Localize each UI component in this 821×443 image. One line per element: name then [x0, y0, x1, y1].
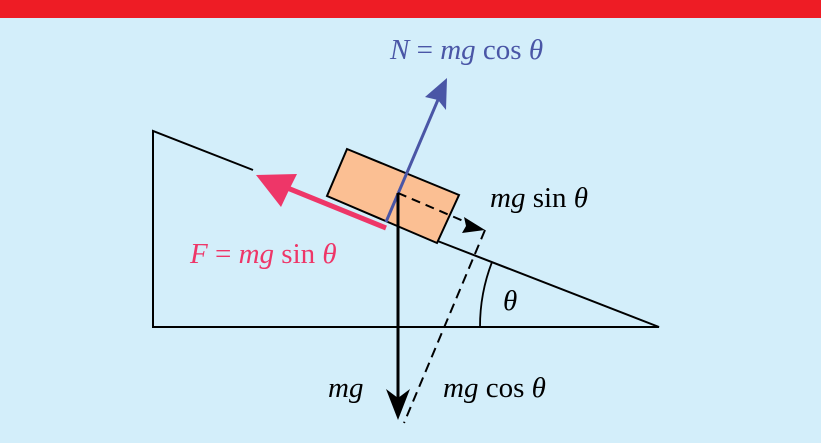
- angle-arc: [479, 261, 493, 328]
- label-part: θ: [322, 238, 337, 270]
- perpendicular-component-label: mg cos θ: [443, 374, 546, 403]
- label-part: θ: [528, 34, 544, 66]
- label-part: θ: [573, 182, 589, 214]
- perpendicular-component-dashed: [403, 229, 486, 424]
- friction-force-label: F = mg sin θ: [190, 240, 337, 269]
- label-part: mg: [440, 34, 476, 66]
- label-part: mg: [443, 372, 479, 404]
- label-part: F: [190, 238, 208, 270]
- normal-arrow-shaft: [384, 94, 442, 223]
- normal-force-label: N = mg cos θ: [390, 36, 543, 65]
- angle-label: θ: [503, 287, 517, 316]
- label-part: mg: [328, 372, 364, 404]
- friction-arrow-shaft: [284, 184, 387, 231]
- label-part: θ: [531, 372, 546, 404]
- block: [325, 147, 461, 245]
- label-part: =: [207, 238, 239, 270]
- incline-triangle: [152, 129, 660, 328]
- top-color-bar: [0, 0, 821, 18]
- label-part: N: [390, 34, 410, 66]
- normal-arrowhead: [425, 78, 447, 110]
- weight-arrowhead: [386, 389, 410, 420]
- weight-label: mg: [328, 374, 363, 403]
- label-part: =: [409, 34, 441, 66]
- label-part: mg: [490, 182, 526, 214]
- label-part: sin: [525, 182, 574, 214]
- label-part: cos: [475, 34, 529, 66]
- label-part: θ: [503, 285, 518, 317]
- parallel-arrowhead: [462, 217, 485, 233]
- label-part: mg: [238, 238, 275, 270]
- label-part: cos: [478, 372, 532, 404]
- label-part: sin: [274, 238, 323, 270]
- friction-arrowhead: [256, 174, 297, 207]
- parallel-component-label: mg sin θ: [490, 184, 588, 213]
